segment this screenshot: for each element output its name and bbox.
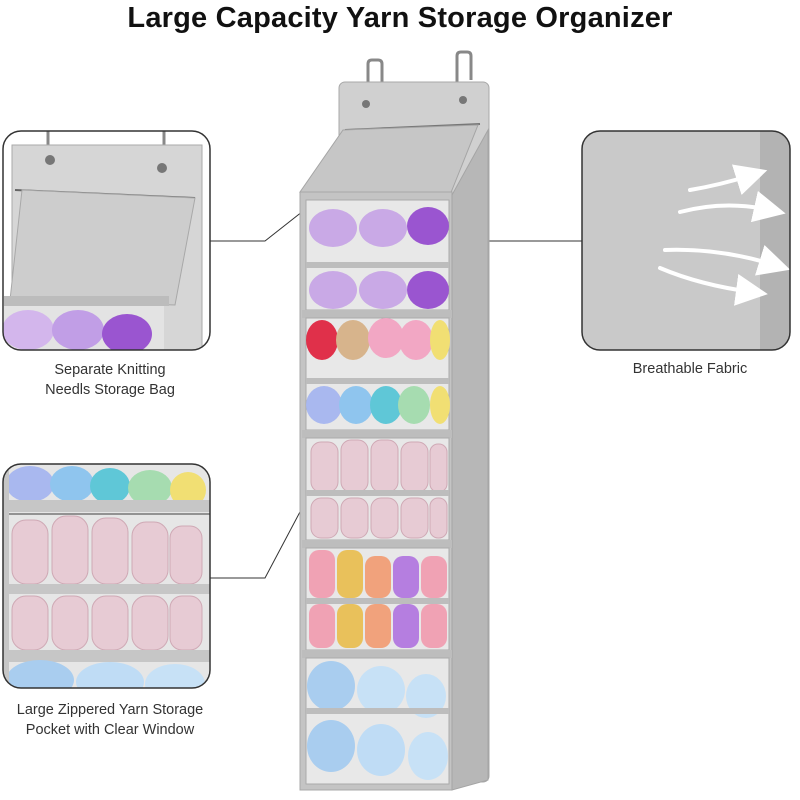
hook-icon (366, 58, 384, 88)
yarn-row-variegated (305, 437, 450, 541)
callout-pocket: Large Zippered Yarn Storage Pocket with … (0, 700, 220, 740)
detail-frame (2, 130, 211, 351)
detail-bag (3, 131, 210, 350)
hook-icon (455, 50, 473, 82)
callout-pocket-line2: Pocket with Clear Window (25, 722, 195, 738)
callout-fabric: Breathable Fabric (590, 359, 790, 379)
yarn-row-multicolor (305, 317, 450, 431)
detail-frame (581, 130, 791, 351)
callout-pocket-line1: Large Zippered Yarn Storage (16, 702, 204, 718)
detail-pocket (3, 464, 210, 688)
leader-line-pocket (210, 492, 311, 579)
callout-bag-line1: Separate Knitting (54, 362, 166, 378)
product-title: Large Capacity Yarn Storage Organizer (127, 2, 673, 34)
organizer (299, 50, 490, 791)
callout-bag-line2: Needls Storage Bag (45, 382, 175, 398)
detail-frame (2, 463, 211, 689)
yarn-row-warm (305, 547, 450, 651)
callout-fabric-line1: Breathable Fabric (632, 361, 748, 377)
callout-bag: Separate Knitting Needls Storage Bag (10, 360, 210, 400)
yarn-row-blue (305, 657, 450, 785)
detail-fabric (582, 131, 790, 350)
airflow-arrows-icon (658, 164, 790, 306)
yarn-row-purple (305, 199, 450, 311)
